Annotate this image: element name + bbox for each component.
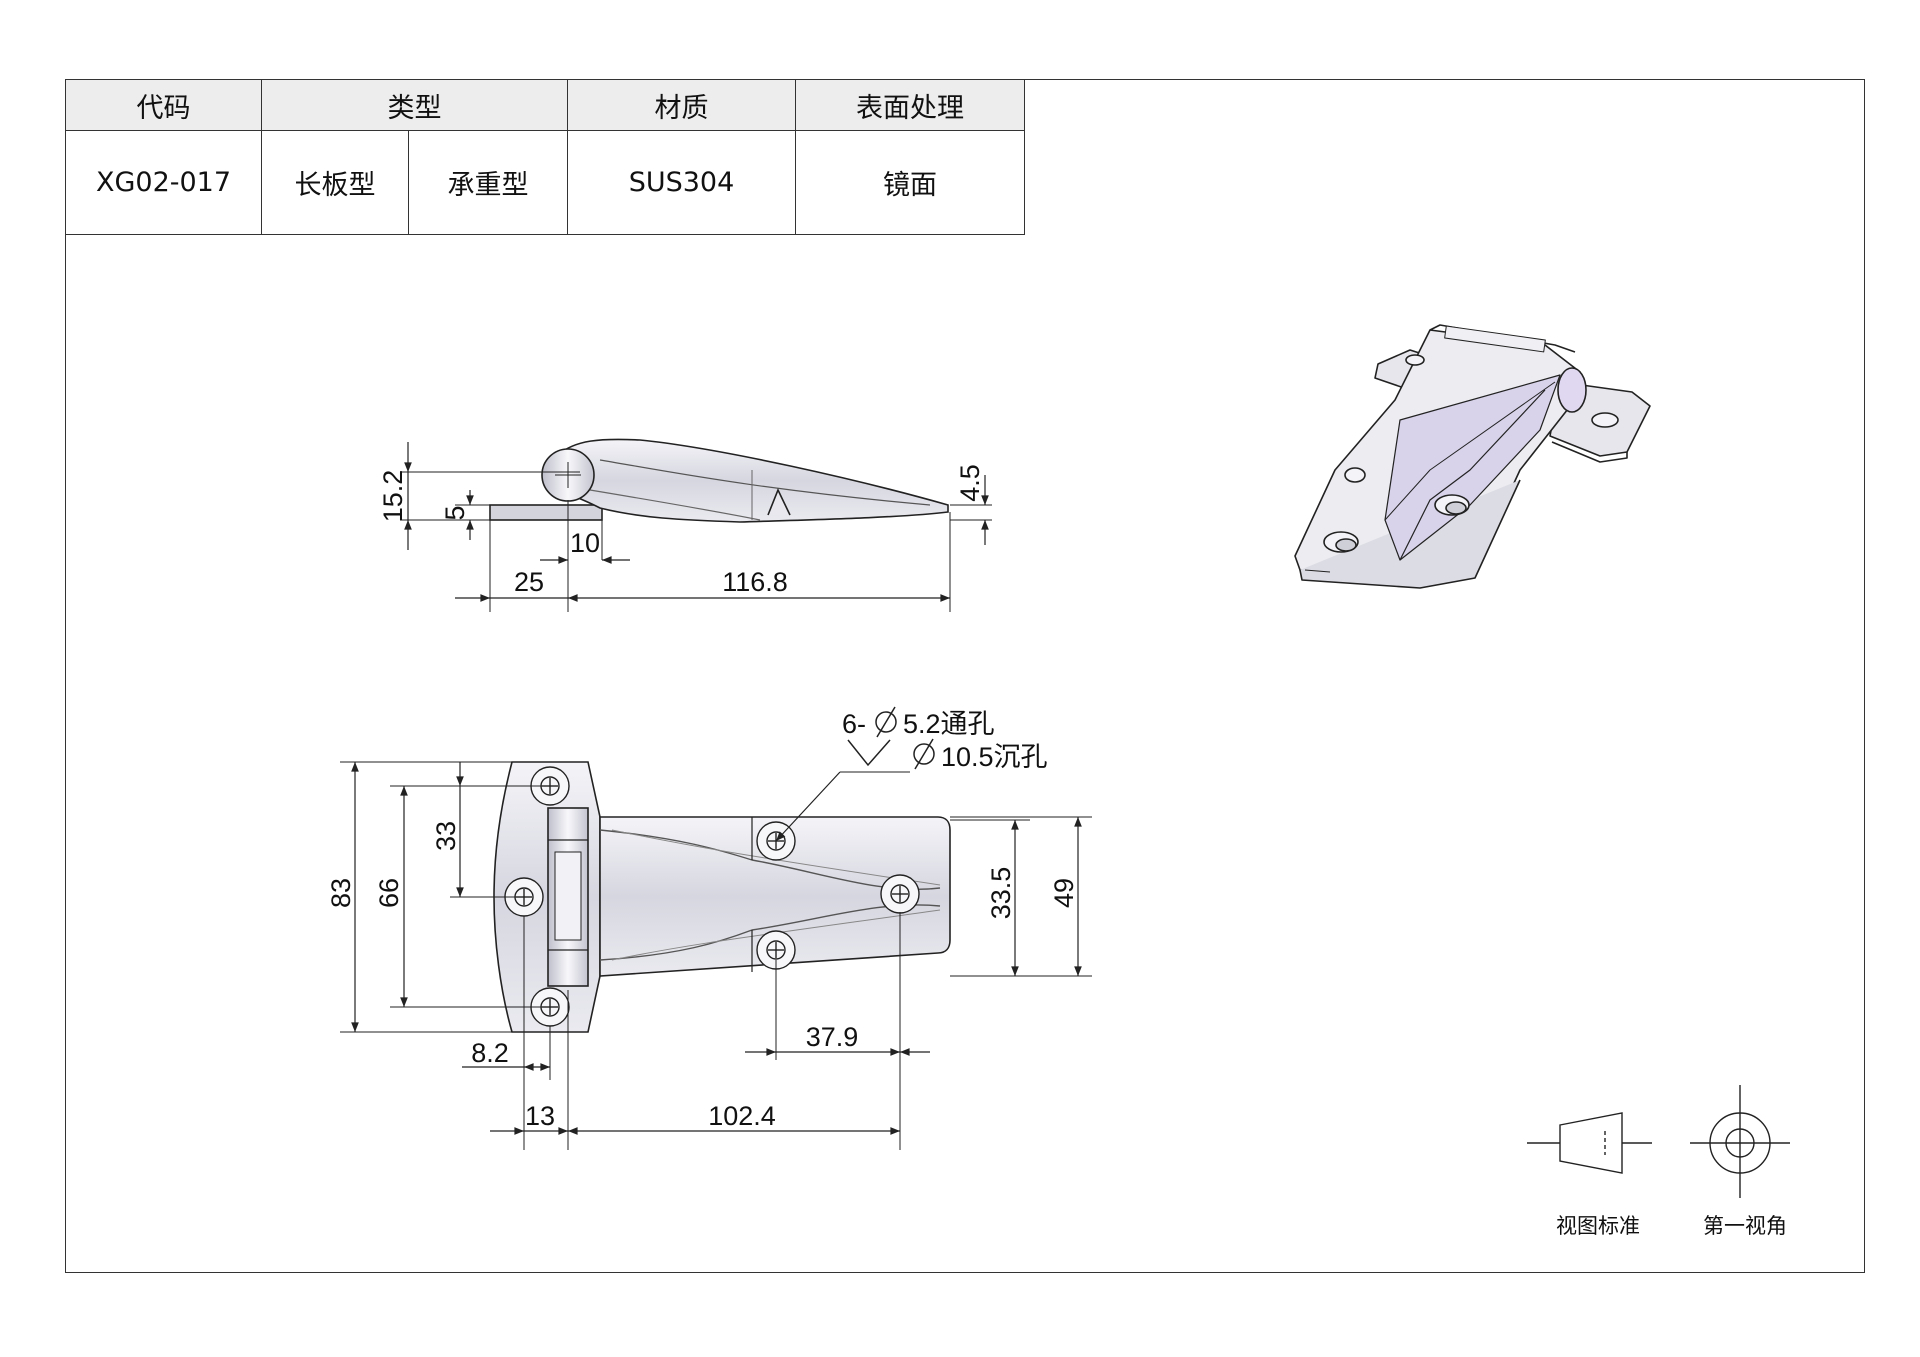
dim-49: 49 xyxy=(1049,878,1079,908)
hole-note-count: 6- xyxy=(842,709,866,739)
top-view-dims: 83 66 33 33.5 49 37.9 8.2 13 102.4 xyxy=(326,821,1079,1131)
cell-finish: 镜面 xyxy=(795,130,1025,235)
dim-8-2: 8.2 xyxy=(471,1038,509,1068)
side-view xyxy=(400,438,992,612)
cell-material: SUS304 xyxy=(567,130,796,235)
first-angle-symbol xyxy=(1690,1085,1790,1198)
dim-15-2: 15.2 xyxy=(378,470,408,523)
dim-10: 10 xyxy=(570,528,600,558)
dim-4-5: 4.5 xyxy=(955,464,985,502)
spec-header-row: 代码 类型 材质 表面处理 xyxy=(65,79,1025,131)
dim-102-4: 102.4 xyxy=(708,1101,776,1131)
dim-66: 66 xyxy=(374,878,404,908)
dim-25: 25 xyxy=(514,567,544,597)
header-material: 材质 xyxy=(567,79,796,131)
side-leaf-body xyxy=(557,438,949,523)
side-rib xyxy=(767,488,791,516)
iso-knuckle-end xyxy=(1557,367,1587,413)
dim-37-9: 37.9 xyxy=(806,1022,859,1052)
iso-view xyxy=(1294,324,1651,589)
dim-13: 13 xyxy=(525,1101,555,1131)
view-standard-symbol xyxy=(1527,1112,1652,1174)
counterbore-icon xyxy=(847,738,935,770)
dim-33-5: 33.5 xyxy=(986,867,1016,920)
side-fixed-plate xyxy=(489,504,603,521)
top-view-dim-lines xyxy=(340,761,1092,1150)
dim-83: 83 xyxy=(326,878,356,908)
label-view-standard: 视图标准 xyxy=(1556,1214,1640,1238)
cell-type-a: 长板型 xyxy=(261,130,409,235)
label-first-angle: 第一视角 xyxy=(1703,1214,1787,1238)
dim-33: 33 xyxy=(431,821,461,851)
hole-note: 6- 5.2通孔 10.5沉孔 xyxy=(842,706,1048,772)
spec-value-row: XG02-017 长板型 承重型 SUS304 镜面 xyxy=(65,130,1025,235)
cell-type-b: 承重型 xyxy=(408,130,568,235)
top-view xyxy=(493,761,951,1033)
header-finish: 表面处理 xyxy=(795,79,1025,131)
header-type: 类型 xyxy=(261,79,568,131)
top-moving-leaf xyxy=(599,816,951,977)
cell-code: XG02-017 xyxy=(65,130,262,235)
hole-note-counterbore: 10.5沉孔 xyxy=(941,742,1048,772)
dim-5: 5 xyxy=(440,505,470,520)
dim-116-8: 116.8 xyxy=(722,567,788,597)
hole-5 xyxy=(880,874,920,914)
hole-note-through: 5.2通孔 xyxy=(903,709,995,739)
diameter-icon xyxy=(875,706,897,738)
spec-table: 代码 类型 材质 表面处理 XG02-017 长板型 承重型 SUS304 镜面 xyxy=(65,79,1025,235)
side-view-dims: 15.2 5 10 4.5 25 116.8 xyxy=(378,464,985,597)
